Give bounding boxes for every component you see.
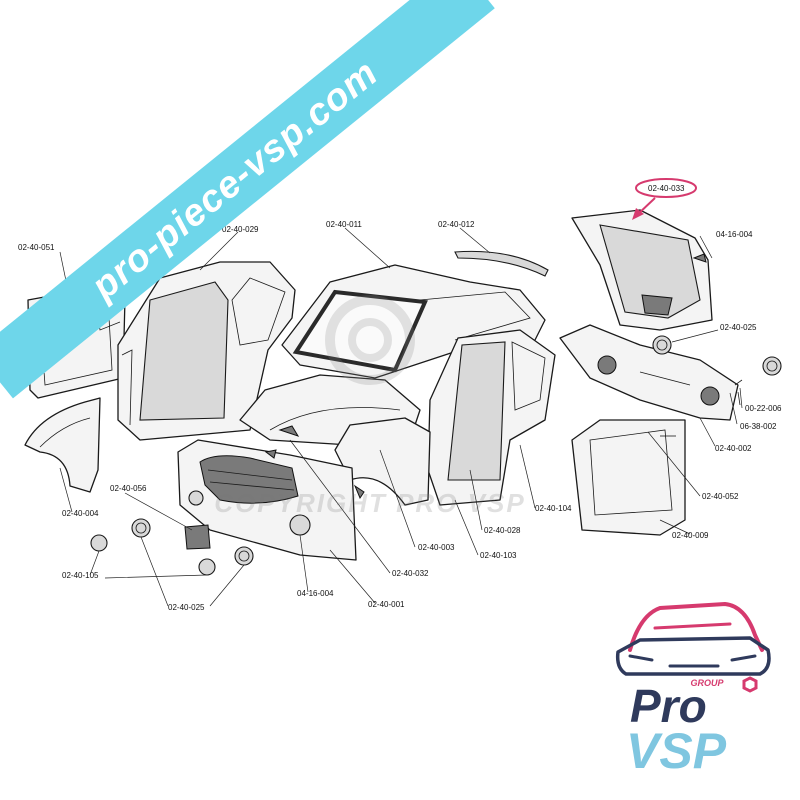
label-02-40-105: 02-40-105 (62, 571, 99, 580)
part-cap-front-a (90, 534, 108, 552)
leader-lines (59, 227, 743, 607)
logo-group-text: GROUP (690, 678, 724, 688)
highlight-ring (635, 178, 697, 198)
part-front-bumper (177, 439, 357, 561)
label-02-40-103: 02-40-103 (480, 551, 517, 560)
label-02-40-032: 02-40-032 (392, 569, 429, 578)
part-rear-bumper (559, 324, 739, 421)
hex-dot-icon (742, 676, 758, 693)
label-02-40-056: 02-40-056 (110, 484, 147, 493)
label-02-40-011: 02-40-011 (326, 220, 362, 229)
part-plug-rear-a (652, 335, 672, 355)
label-02-40-002: 02-40-002 (715, 444, 752, 453)
part-side-frame (117, 261, 296, 441)
label-02-40-009: 02-40-009 (672, 531, 709, 540)
label-02-40-104: 02-40-104 (535, 504, 572, 513)
part-plug-rear-b (762, 356, 782, 376)
part-plug-front-b (234, 546, 254, 566)
part-roof-strip (454, 250, 549, 277)
logo-pro-text: Pro (630, 680, 707, 732)
watermark-center: COPYRIGHT PRO VSP (214, 295, 525, 518)
watermark-copyright-text: COPYRIGHT PRO VSP (214, 488, 525, 518)
label-06-38-002: 06-38-002 (740, 422, 777, 431)
label-02-40-012: 02-40-012 (438, 220, 475, 229)
label-02-40-025-front: 02-40-025 (168, 603, 205, 612)
part-cap-front-b (198, 558, 216, 576)
part-rear-side-frame (427, 329, 556, 506)
label-02-40-028: 02-40-028 (484, 526, 521, 535)
label-00-22-006: 00-22-006 (745, 404, 782, 413)
label-02-40-052: 02-40-052 (702, 492, 739, 501)
part-tailgate (571, 209, 713, 331)
part-rear-door (571, 419, 686, 536)
label-02-40-025-rear: 02-40-025 (720, 323, 757, 332)
part-small-screw (734, 379, 743, 406)
label-02-40-004: 02-40-004 (62, 509, 99, 518)
label-02-40-001: 02-40-001 (368, 600, 405, 609)
logo-vsp-text: VSP (626, 723, 727, 779)
car-outline-icon (615, 602, 771, 676)
label-04-16-004-front: 04-16-004 (297, 589, 334, 598)
part-front-fender (24, 397, 101, 493)
part-plate-bracket (184, 524, 211, 550)
label-02-40-051: 02-40-051 (18, 243, 55, 252)
part-front-wing (334, 417, 431, 506)
label-02-40-003: 02-40-003 (418, 543, 455, 552)
part-emblem-front (264, 449, 277, 459)
part-tailgate-clip (692, 253, 707, 263)
label-02-40-033: 02-40-033 (648, 184, 685, 193)
label-02-40-029: 02-40-029 (222, 225, 259, 234)
part-plug-front-a (131, 518, 151, 538)
label-04-16-004-rear: 04-16-004 (716, 230, 753, 239)
provsp-logo: GROUP Pro VSP (615, 602, 771, 779)
